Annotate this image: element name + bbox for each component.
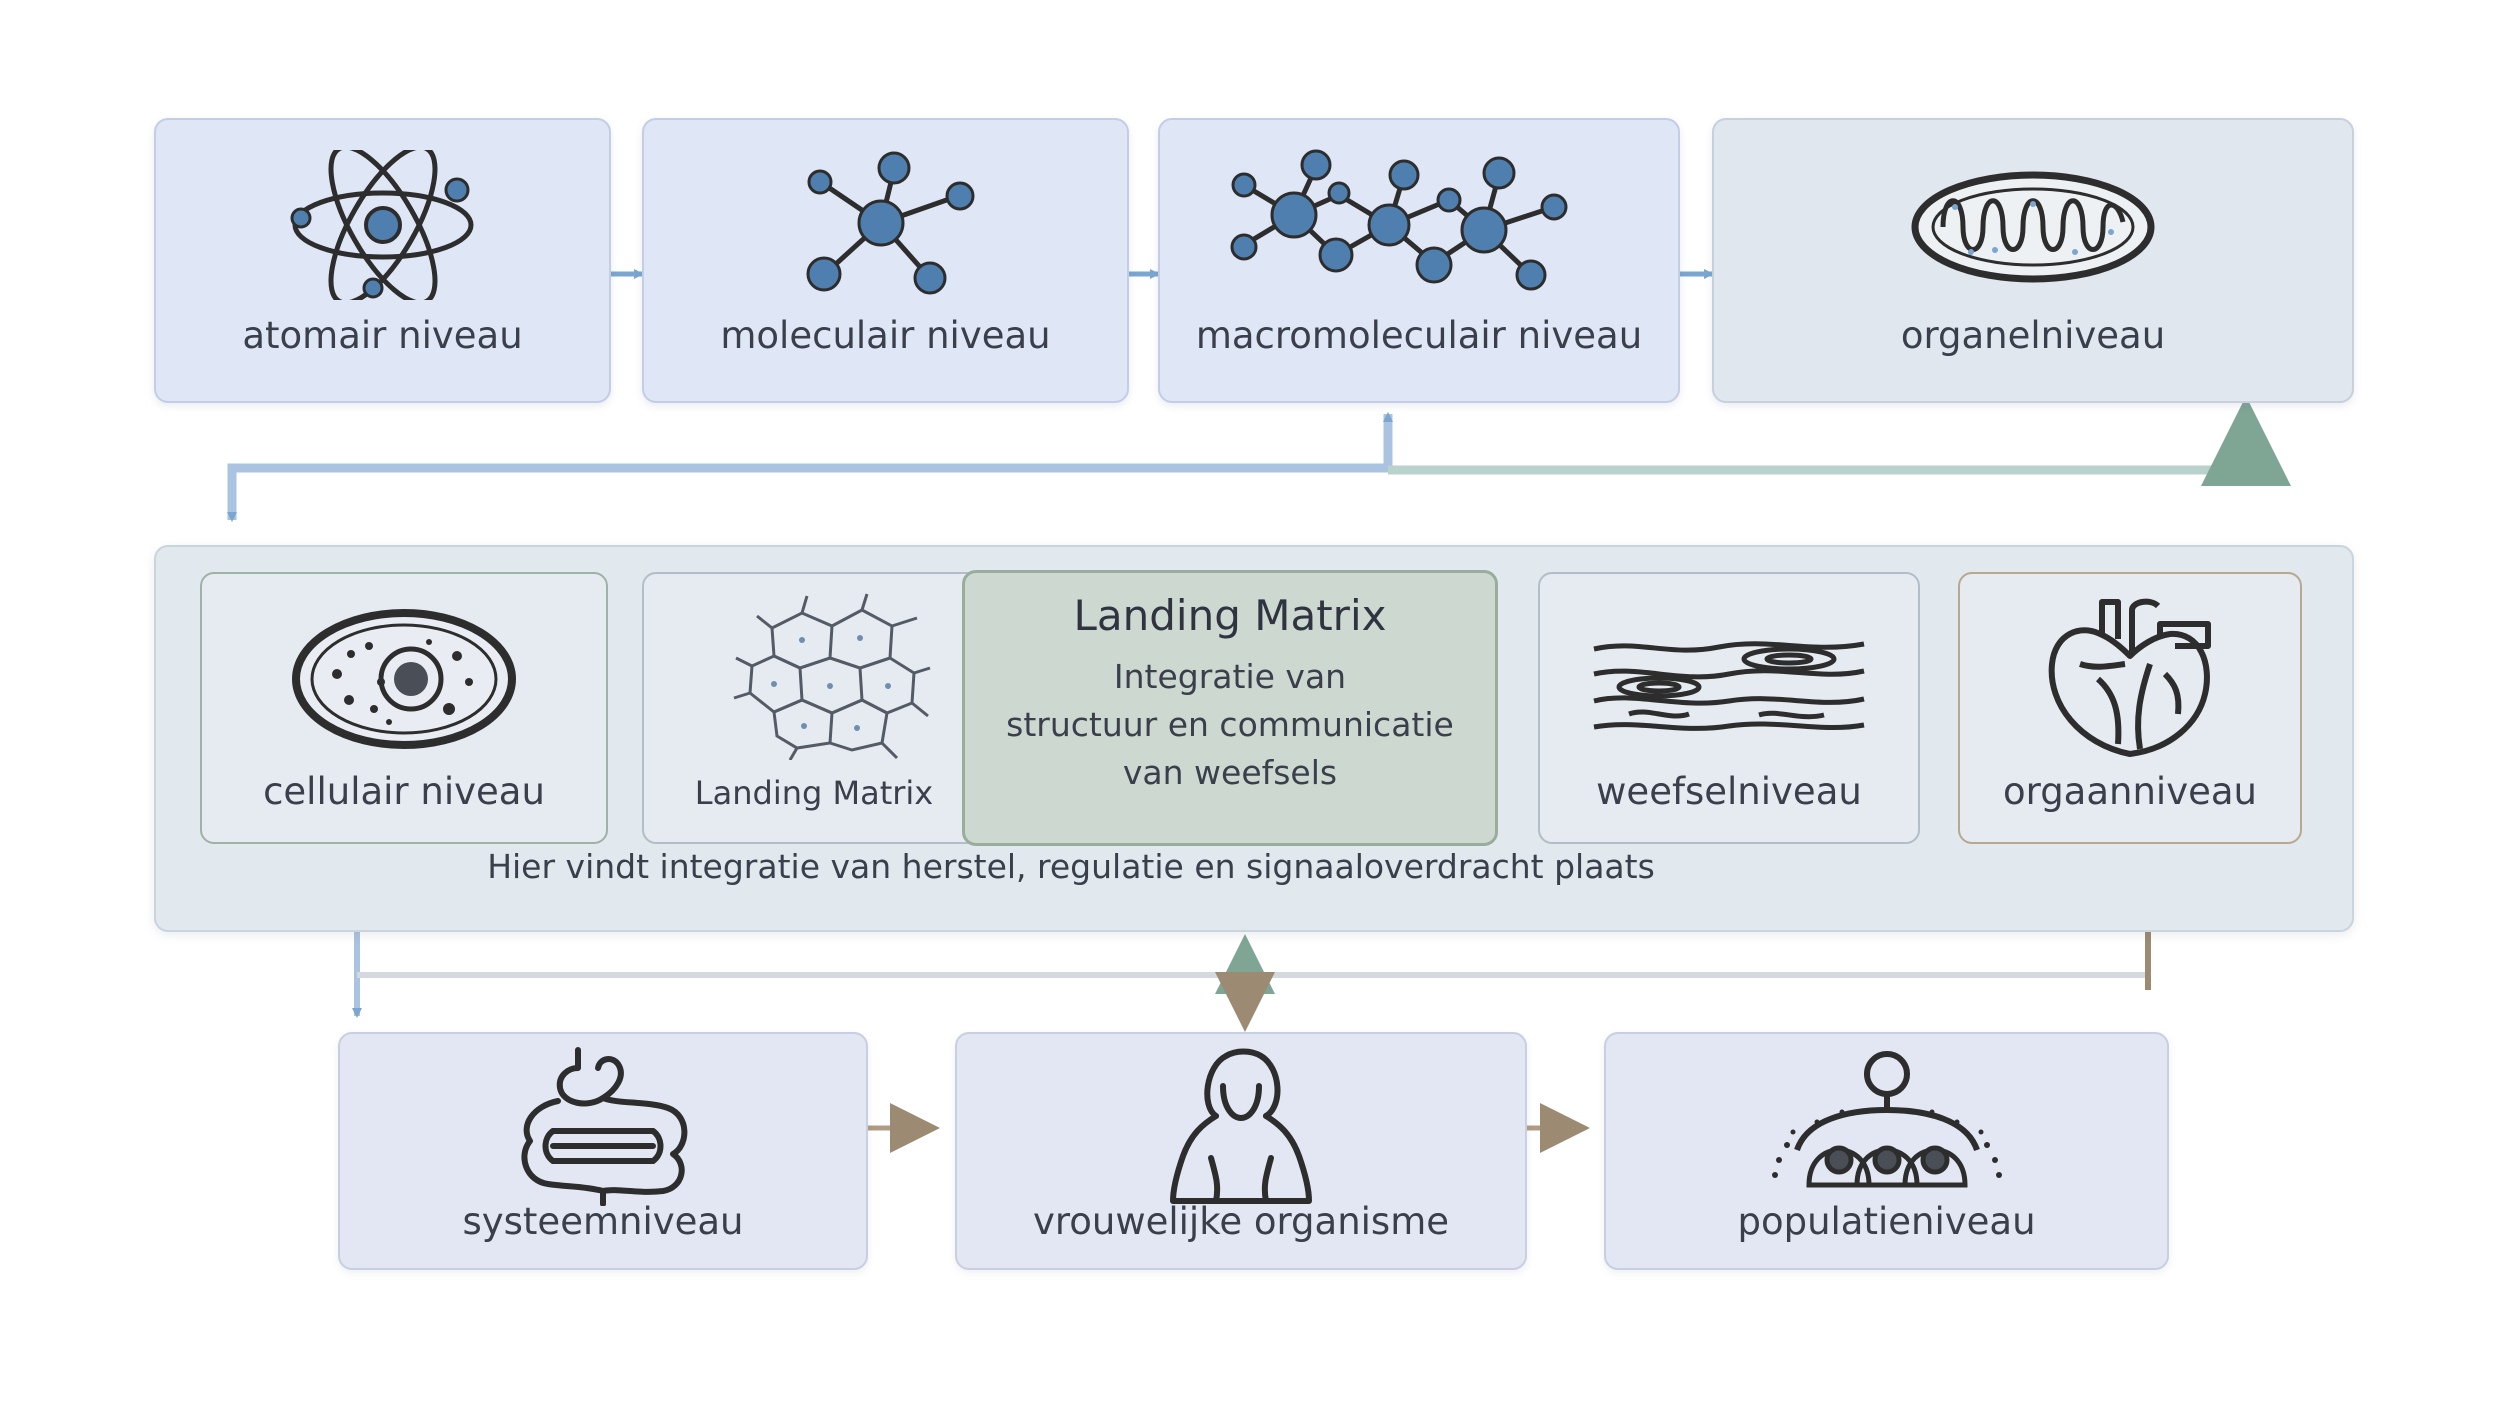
molecule-icon (806, 151, 974, 295)
mitochondrion-icon (1911, 171, 2155, 283)
landing-matrix-featured-box: Landing Matrix Integratie van structuur … (962, 570, 1498, 846)
molecular-level-label: moleculair niveau (720, 314, 1051, 357)
digestive-system-icon (521, 1047, 688, 1206)
organism-level-label: vrouwelijke organisme (1032, 1200, 1450, 1243)
population-icon (1771, 1051, 2002, 1188)
system-level-box: systeemniveau (338, 1032, 868, 1270)
organelle-level-label: organelniveau (1900, 314, 2166, 357)
featured-title: Landing Matrix (1073, 591, 1387, 640)
panel-caption: Hier vindt integratie van herstel, regul… (487, 847, 1655, 886)
cellular-level-label: cellulair niveau (263, 770, 545, 813)
macromolecular-level-label: macromoleculair niveau (1195, 314, 1643, 357)
atomic-level-label: atomair niveau (242, 314, 523, 357)
tissue-level-label: weefselniveau (1596, 770, 1862, 813)
featured-subtitle-line1: Integratie van (1113, 657, 1347, 696)
loop-to-cellular (227, 463, 1388, 522)
featured-subtitle-line2: structuur en communicatie (1006, 705, 1454, 744)
cellular-level-box: cellulair niveau (200, 572, 608, 844)
macromolecular-level-box: macromoleculair niveau (1158, 118, 1680, 403)
loop-to-organelle (1388, 396, 2291, 486)
organelle-level-box: organelniveau (1712, 118, 2354, 403)
landing-matrix-box: Landing Matrix (642, 572, 982, 844)
cell-icon (292, 609, 516, 749)
organism-level-box: vrouwelijke organisme (955, 1032, 1527, 1270)
organ-level-box: orgaanniveau (1958, 572, 2302, 844)
population-level-label: populatieniveau (1737, 1200, 2036, 1243)
cell-network-icon (733, 593, 931, 760)
woman-silhouette-icon (1170, 1048, 1312, 1204)
atom-icon (290, 150, 473, 300)
tissue-level-box: weefselniveau (1538, 572, 1920, 844)
featured-subtitle: Integratie van structuur en communicatie… (965, 653, 1495, 797)
atomic-level-box: atomair niveau (154, 118, 611, 403)
molecular-level-box: moleculair niveau (642, 118, 1129, 403)
landing-matrix-label: Landing Matrix (694, 774, 934, 812)
heart-icon (2048, 598, 2211, 757)
macromolecule-icon (1230, 149, 1568, 291)
tissue-layers-icon (1593, 641, 1865, 731)
system-level-label: systeemniveau (462, 1200, 744, 1243)
featured-subtitle-line3: van weefsels (1122, 753, 1338, 792)
population-level-box: populatieniveau (1604, 1032, 2169, 1270)
organ-level-label: orgaanniveau (2003, 770, 2257, 813)
